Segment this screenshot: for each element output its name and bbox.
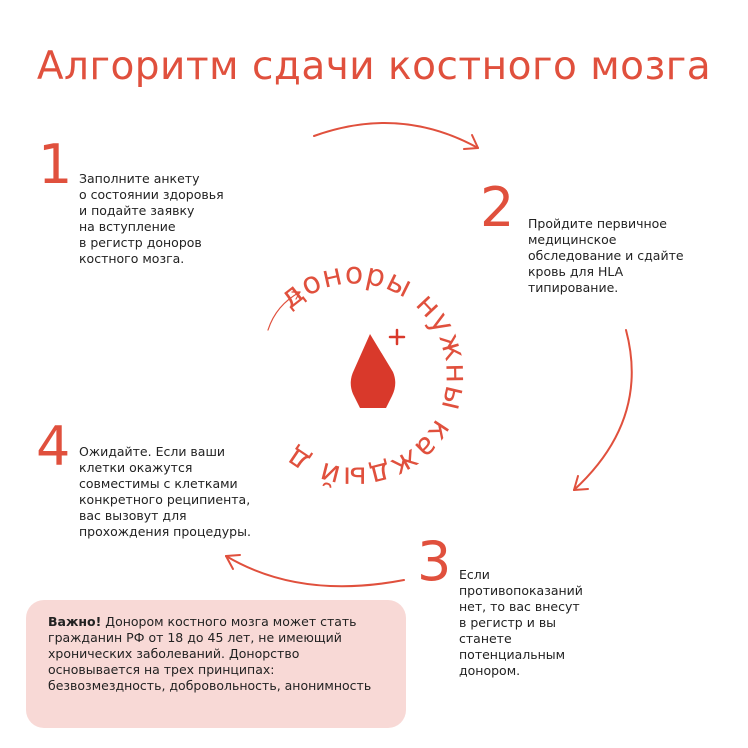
step-1-number: 1 (38, 133, 73, 196)
note-text: Донором костного мозга может стать гражд… (48, 614, 372, 693)
step-2-text: Пройдите первичное медицинское обследова… (528, 216, 684, 295)
step-3-number: 3 (417, 530, 452, 593)
note-label: Важно! (48, 614, 102, 629)
circle-slogan: доноры нужны каждый день (0, 0, 474, 495)
blood-drop-plus-icon (350, 328, 406, 408)
arrow-icon (573, 329, 633, 491)
important-note: Важно! Донором костного мозга может стат… (26, 600, 406, 728)
step-2-number: 2 (480, 176, 515, 239)
arrow-icon (313, 122, 479, 150)
step-4-number: 4 (36, 415, 71, 478)
page-title: Алгоритм сдачи костного мозга (36, 44, 712, 89)
step-3-text: Если противопоказаний нет, то вас внесут… (459, 567, 583, 678)
step-4-text: Ожидайте. Если ваши клетки окажутся совм… (79, 444, 251, 539)
arrow-icon (267, 291, 301, 331)
step-1-text: Заполните анкету о состоянии здоровья и … (79, 171, 224, 266)
arrow-icon (225, 554, 405, 588)
